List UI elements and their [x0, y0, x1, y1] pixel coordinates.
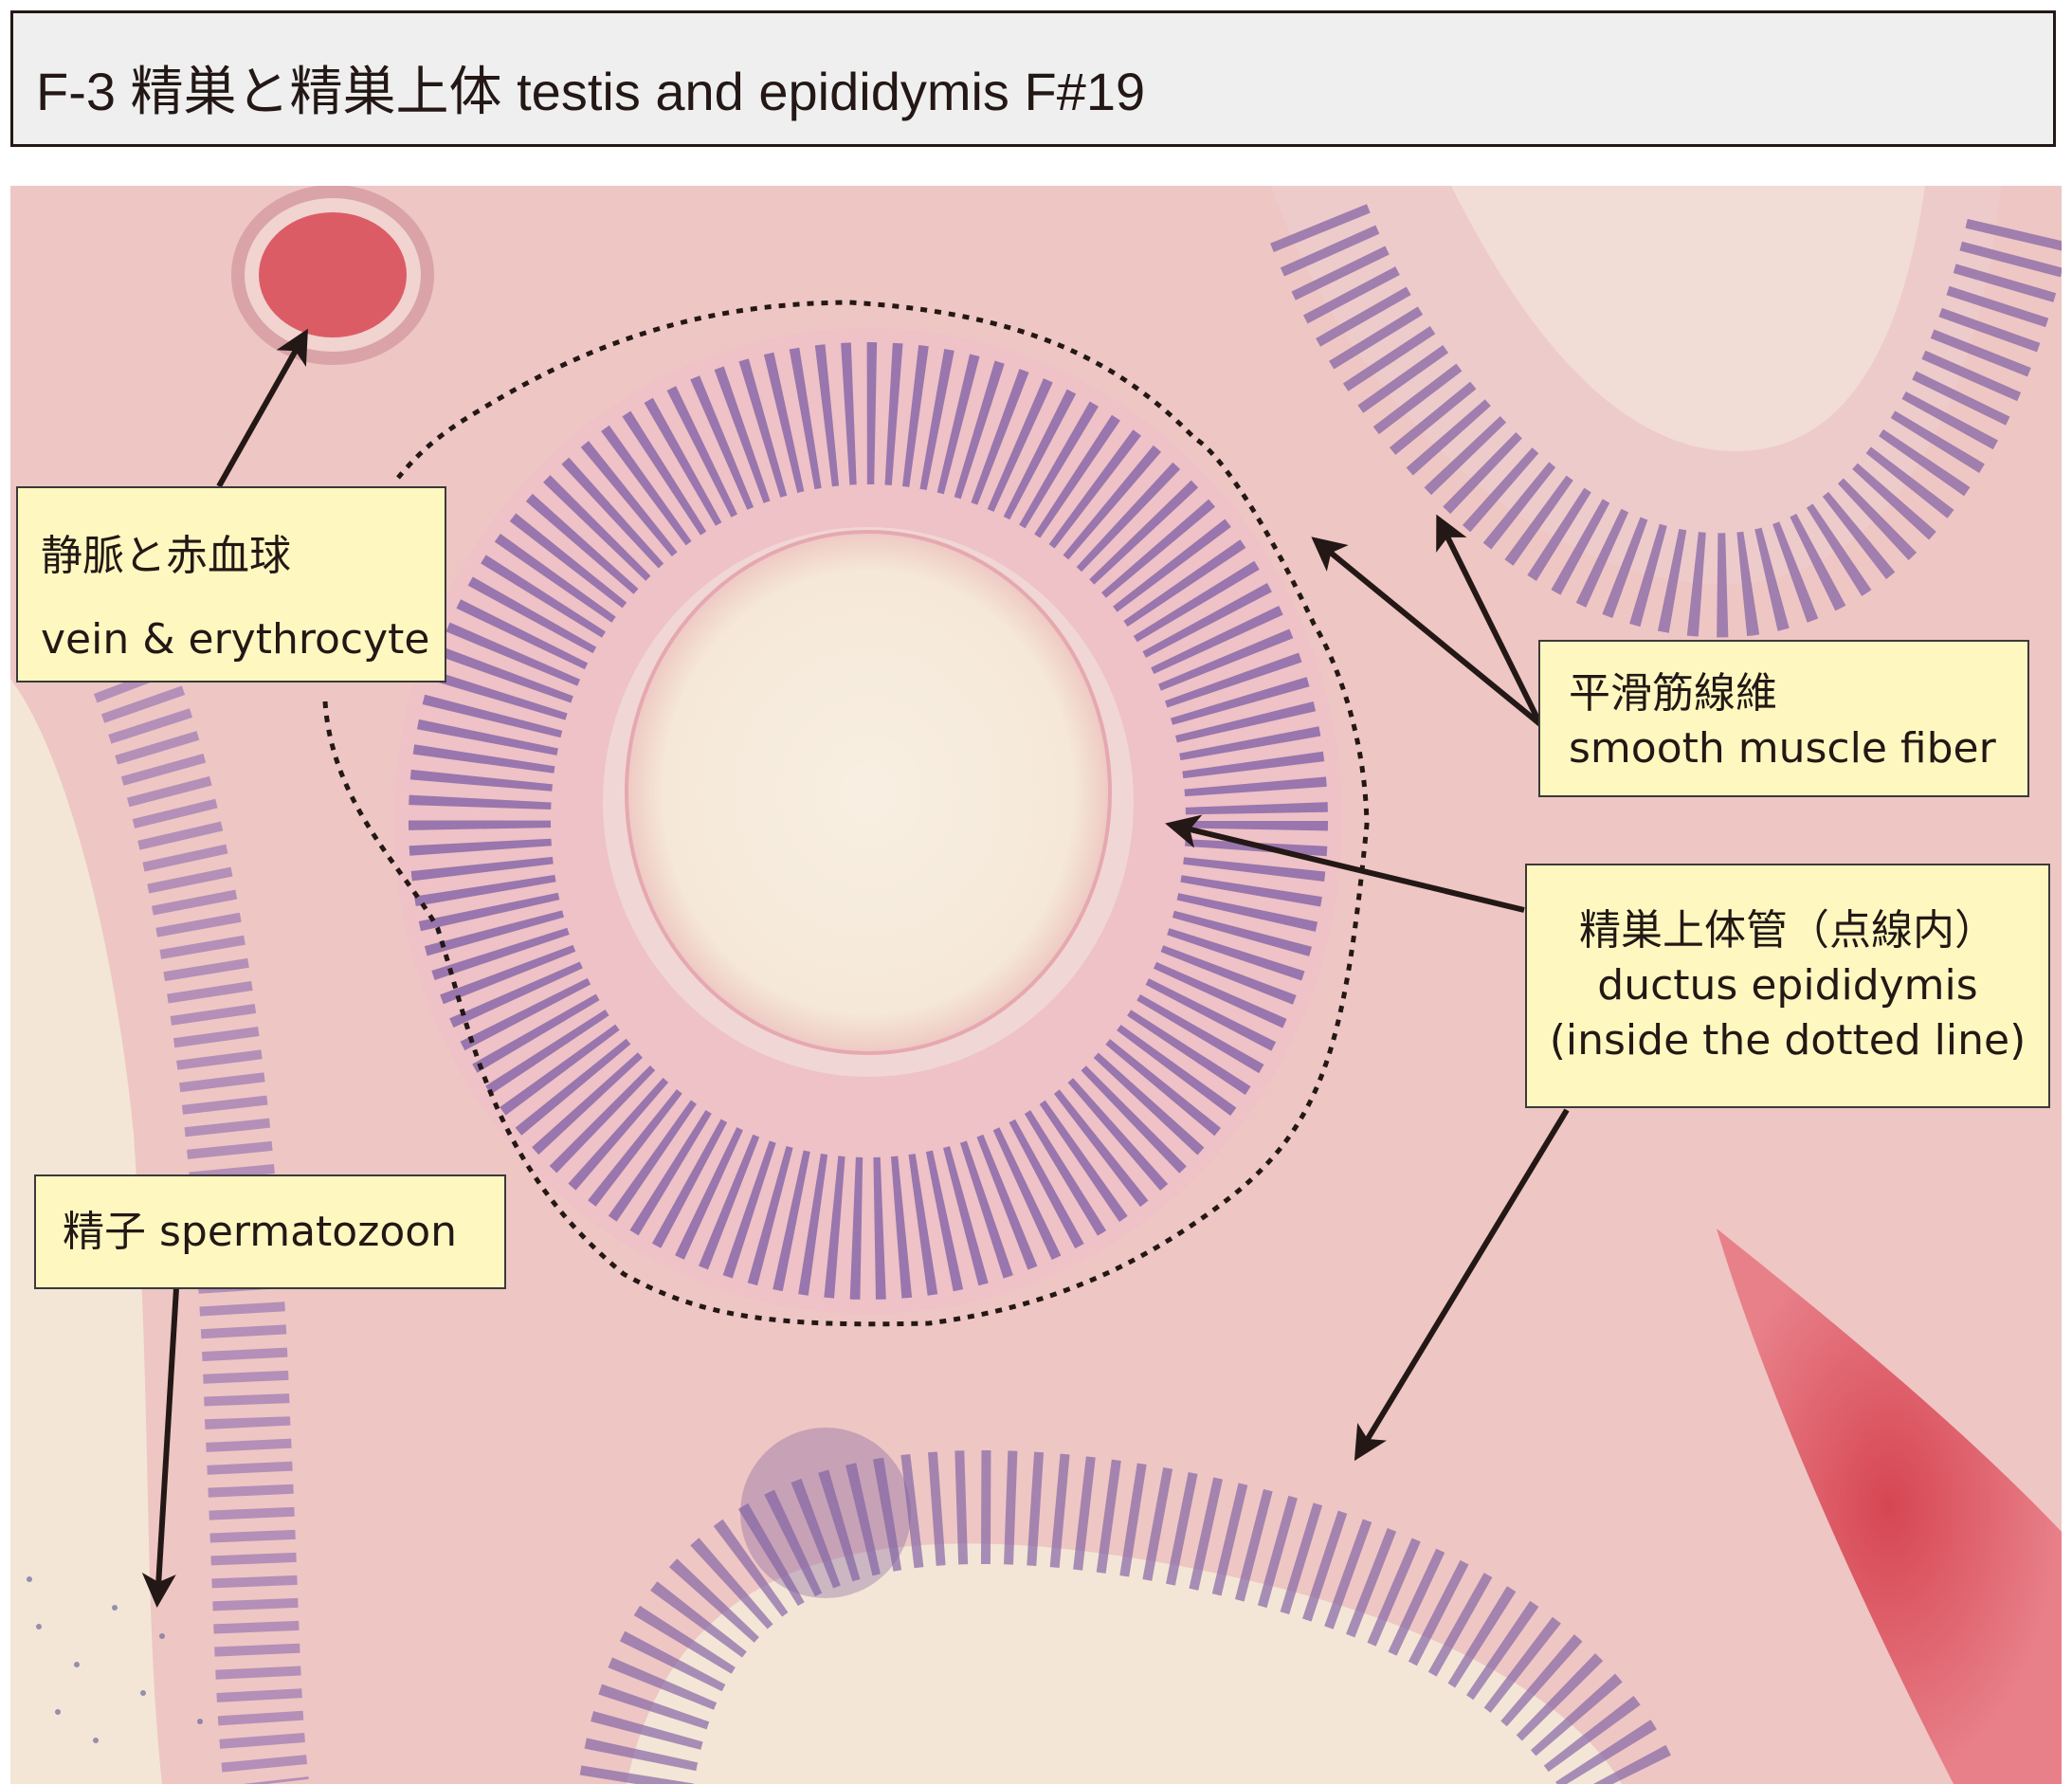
bottom-epithelium-nuclei [579, 1449, 1674, 1784]
label-smooth-muscle-en: smooth muscle fiber [1569, 724, 1996, 773]
bottom-lumen [627, 1543, 1622, 1784]
label-vein-ja: 静脈と赤血球 [41, 532, 291, 580]
label-spermatozoon: 精子 spermatozoon [34, 1174, 506, 1289]
erythrocytes [259, 212, 407, 337]
label-smooth-muscle-ja: 平滑筋線維 [1569, 669, 1777, 718]
label-ductus-epididymis: 精巣上体管（点線内） ductus epididymis (inside the… [1525, 864, 2050, 1108]
ductus-lumen [625, 530, 1112, 1055]
label-ductus-note: (inside the dotted line) [1549, 1016, 2027, 1065]
label-vein: 静脈と赤血球 vein & erythrocyte [16, 486, 446, 683]
label-smooth-muscle: 平滑筋線維 smooth muscle fiber [1538, 640, 2029, 797]
label-spermatozoon-text: 精子 spermatozoon [63, 1208, 458, 1256]
spermatozoa [27, 1576, 203, 1743]
title-box: F-3 精巣と精巣上体 testis and epididymis F#19 [10, 10, 2056, 147]
label-vein-en: vein & erythrocyte [41, 615, 430, 664]
blood-vessel [1717, 1229, 2062, 1784]
label-ductus-ja: 精巣上体管（点線内） [1579, 906, 1996, 955]
figure-title: F-3 精巣と精巣上体 testis and epididymis F#19 [36, 62, 1146, 121]
label-ductus-en: ductus epididymis [1597, 961, 1978, 1010]
left-epithelium-nuclei [94, 663, 309, 1784]
top-right-epithelium-nuclei [1269, 204, 2062, 638]
spermatozoa-cluster [740, 1428, 911, 1598]
